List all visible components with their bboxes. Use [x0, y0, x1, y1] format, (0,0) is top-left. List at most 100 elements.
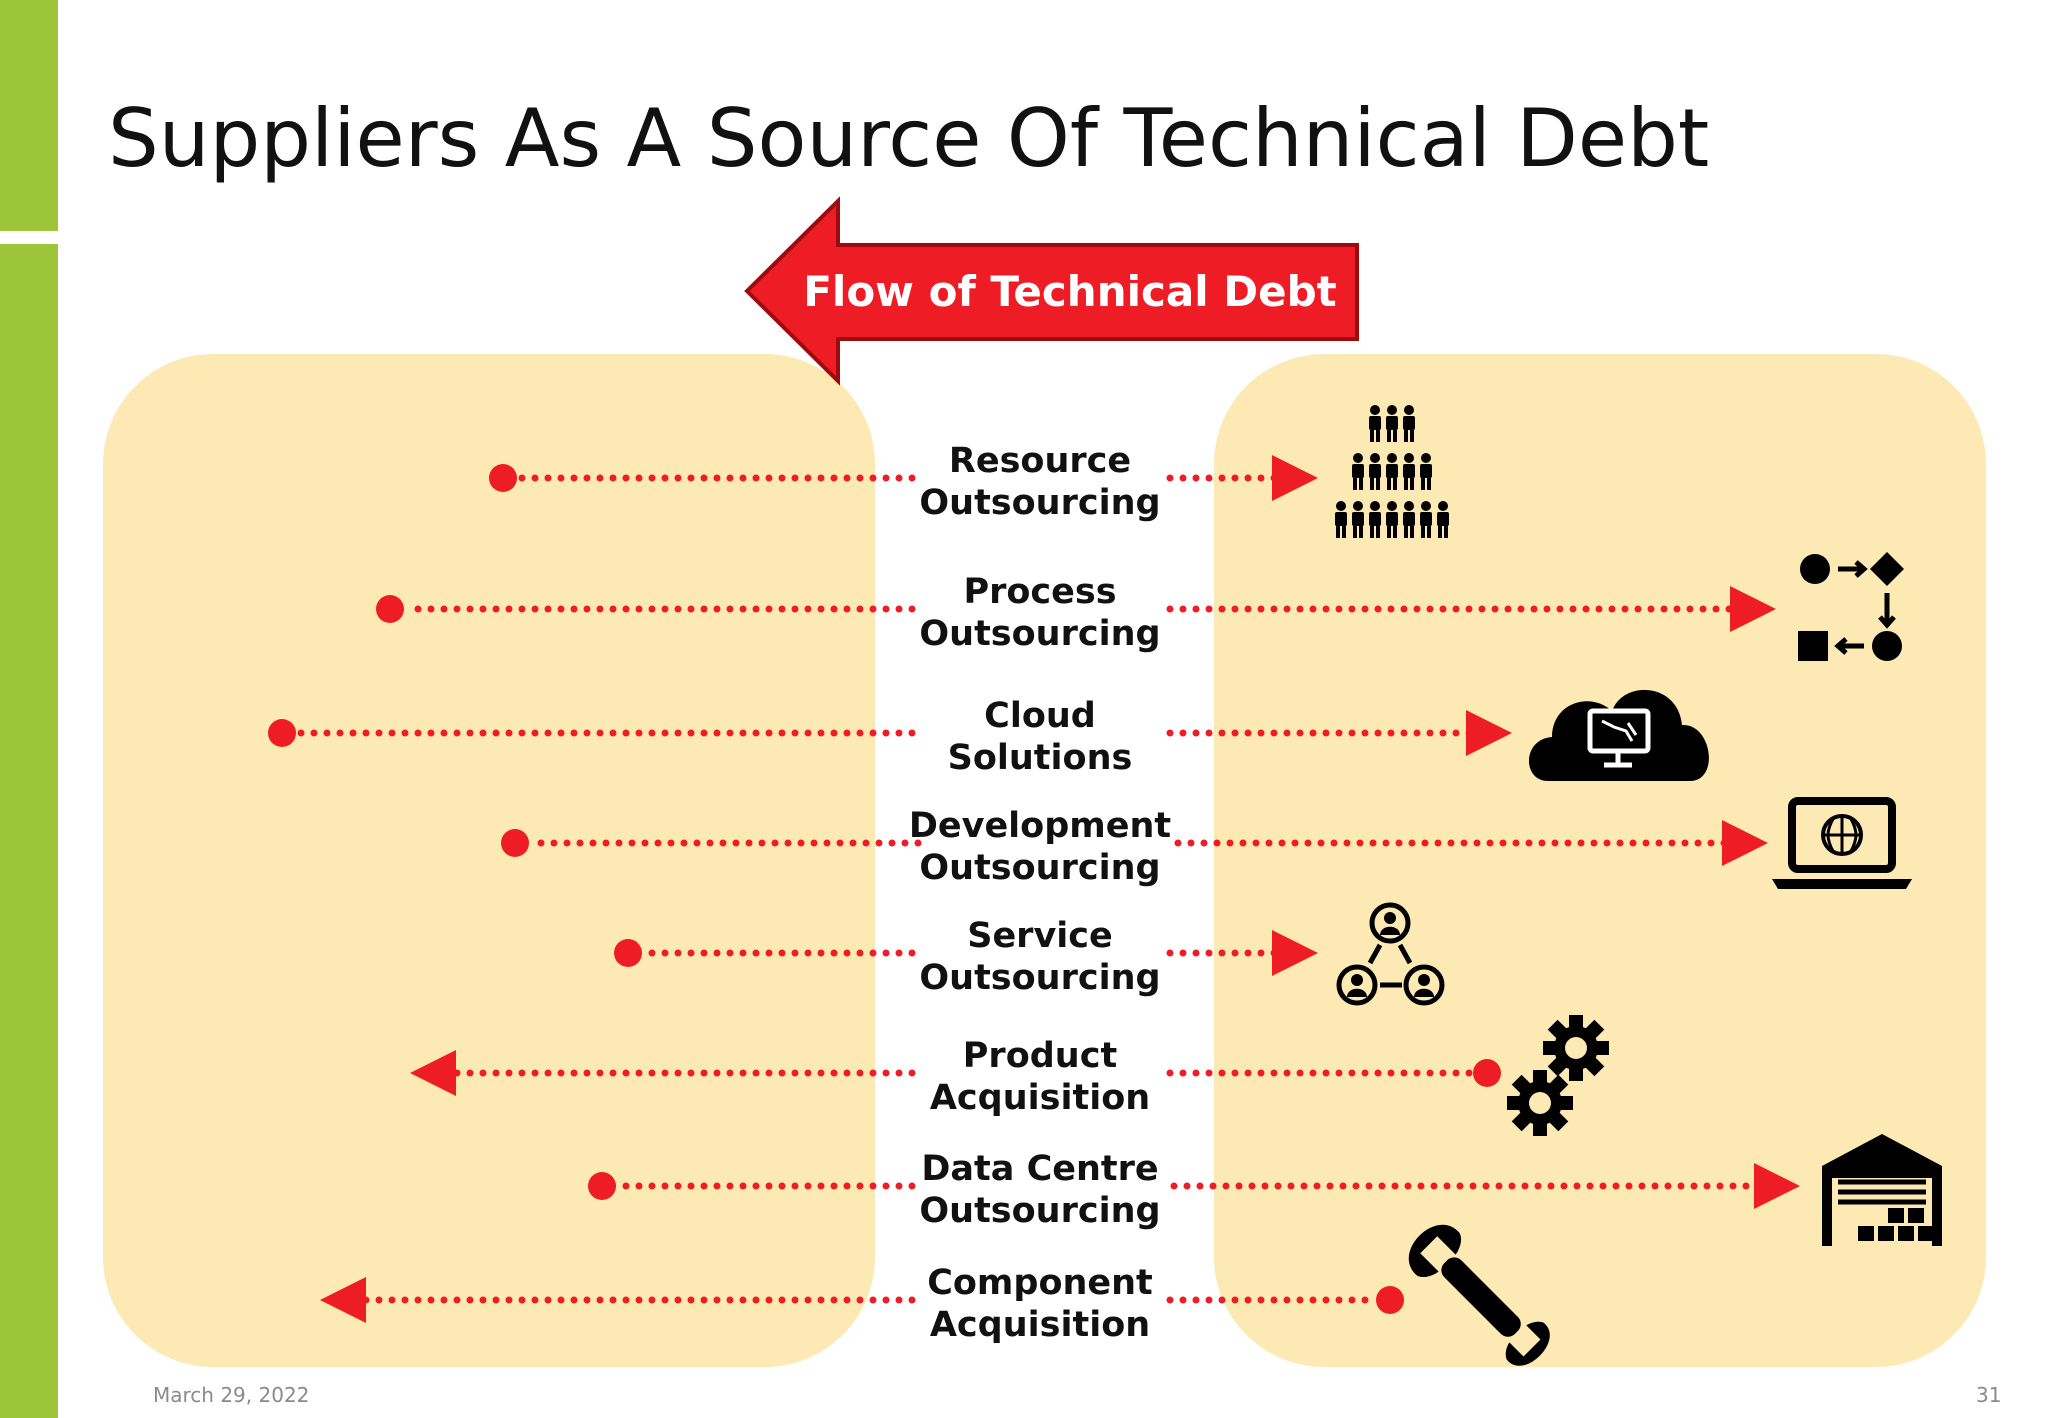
user-node-head — [1351, 974, 1363, 986]
person-leg — [1427, 526, 1431, 538]
slide-title: Suppliers As A Source Of Technical Debt — [108, 92, 1710, 185]
warehouse-box — [1908, 1208, 1924, 1223]
person-leg — [1421, 526, 1425, 538]
warehouse-box — [1888, 1208, 1904, 1223]
left-endpoint-dot — [268, 719, 296, 747]
person-leg — [1410, 526, 1414, 538]
person-leg — [1376, 478, 1380, 490]
row-label-line2: Acquisition — [930, 1078, 1150, 1118]
wrench-head — [1408, 1224, 1461, 1277]
wrench-handle — [1441, 1257, 1521, 1337]
user-node-ring — [1336, 964, 1378, 1006]
process-arrow — [1838, 560, 1868, 578]
process-diamond — [1870, 552, 1904, 586]
user-node-head — [1418, 974, 1430, 986]
user-network-icon — [1336, 902, 1445, 1006]
person-body — [1352, 464, 1364, 478]
cloud-shape — [1528, 689, 1709, 781]
person-leg — [1376, 430, 1380, 442]
person-leg — [1421, 478, 1425, 490]
person-body — [1369, 416, 1381, 430]
person-leg — [1353, 478, 1357, 490]
globe-lines — [1823, 816, 1861, 854]
user-node-body — [1380, 926, 1400, 935]
process-flow-icon — [1798, 552, 1904, 661]
row-label-line2: Outsourcing — [919, 848, 1160, 888]
person-leg — [1353, 526, 1357, 538]
left-endpoint-dot — [614, 939, 642, 967]
person-head — [1387, 501, 1397, 511]
person-leg — [1359, 526, 1363, 538]
person-head — [1404, 501, 1414, 511]
laptop-globe-icon — [1772, 797, 1912, 889]
row-label-line1: Process — [963, 572, 1116, 612]
person-leg — [1438, 526, 1442, 538]
person-leg — [1387, 430, 1391, 442]
row-label-line2: Outsourcing — [919, 483, 1160, 523]
person-head — [1336, 501, 1346, 511]
cloud-computer-icon — [1528, 689, 1709, 781]
person-head — [1370, 405, 1380, 415]
left-endpoint-dot — [489, 464, 517, 492]
row-label-line2: Outsourcing — [919, 958, 1160, 998]
person-leg — [1387, 478, 1391, 490]
row-label-line2: Outsourcing — [919, 1191, 1160, 1231]
warehouse-walls — [1822, 1134, 1942, 1246]
person-body — [1420, 464, 1432, 478]
process-square — [1798, 631, 1828, 661]
left-endpoint-dot — [501, 829, 529, 857]
left-endpoint-dot — [588, 1172, 616, 1200]
person-leg — [1393, 430, 1397, 442]
right-arrowhead — [1730, 586, 1776, 632]
person-leg — [1393, 526, 1397, 538]
accent-bar-bottom — [0, 244, 58, 1418]
person-body — [1403, 464, 1415, 478]
wrench-group — [1408, 1224, 1550, 1366]
person-leg — [1370, 526, 1374, 538]
person-leg — [1410, 430, 1414, 442]
row-label-line1: Development — [909, 806, 1171, 846]
person-head — [1370, 453, 1380, 463]
flow-banner-label: Flow of Technical Debt — [803, 267, 1337, 316]
person-leg — [1444, 526, 1448, 538]
gear-hole — [1529, 1092, 1551, 1114]
person-leg — [1387, 526, 1391, 538]
left-arrowhead — [410, 1050, 456, 1096]
person-body — [1437, 512, 1449, 526]
user-node-body — [1347, 988, 1367, 997]
right-arrowhead — [1272, 455, 1318, 501]
person-leg — [1359, 478, 1363, 490]
row-label-line1: Product — [963, 1036, 1117, 1076]
warehouse-box — [1898, 1226, 1914, 1241]
left-endpoint-dot — [376, 595, 404, 623]
warehouse-box — [1858, 1226, 1874, 1241]
person-leg — [1404, 430, 1408, 442]
warehouse-box — [1918, 1226, 1934, 1241]
person-head — [1370, 501, 1380, 511]
warehouse-icon — [1822, 1134, 1942, 1246]
person-leg — [1404, 478, 1408, 490]
network-links — [1367, 943, 1413, 988]
process-circle — [1872, 631, 1902, 661]
person-head — [1353, 453, 1363, 463]
person-body — [1420, 512, 1432, 526]
row-label-line1: Component — [927, 1263, 1153, 1303]
person-head — [1421, 453, 1431, 463]
person-body — [1403, 416, 1415, 430]
person-body — [1386, 512, 1398, 526]
person-leg — [1404, 526, 1408, 538]
user-node-ring — [1403, 964, 1445, 1006]
person-head — [1387, 405, 1397, 415]
right-endpoint-dot — [1376, 1286, 1404, 1314]
row-label-line2: Acquisition — [930, 1305, 1150, 1345]
process-circle — [1800, 554, 1830, 584]
person-body — [1386, 416, 1398, 430]
person-body — [1369, 512, 1381, 526]
